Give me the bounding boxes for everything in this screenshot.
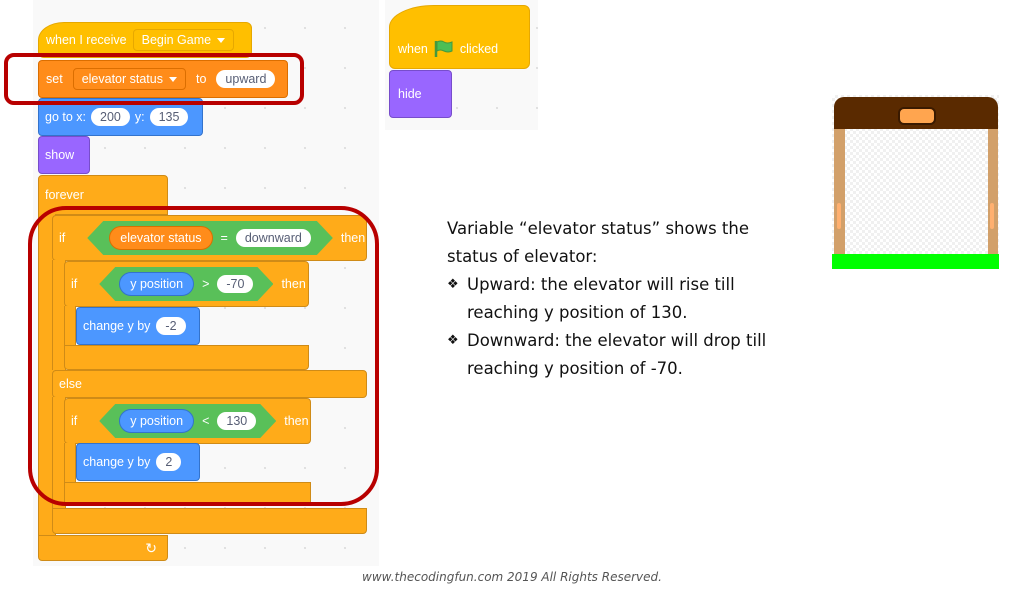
y-label: y: <box>134 110 145 124</box>
less-than-operator[interactable]: y position < 130 <box>99 404 276 438</box>
clicked-label: clicked <box>459 42 499 56</box>
change-y-label: change y by <box>83 455 151 469</box>
compare-value-input[interactable]: downward <box>236 229 311 247</box>
change-y-block[interactable]: change y by 2 <box>76 443 200 481</box>
to-label: to <box>195 72 207 86</box>
elevator-light <box>898 107 936 125</box>
show-label: show <box>45 148 75 162</box>
highlight-if-else-block <box>28 206 379 506</box>
less-than-label: < <box>202 414 210 428</box>
chevron-down-icon <box>217 37 226 43</box>
change-y-input[interactable]: -2 <box>156 317 186 335</box>
y-input[interactable]: 135 <box>149 108 189 126</box>
diamond-bullet-icon: ❖ <box>447 333 459 348</box>
then-label: then <box>284 414 309 428</box>
if-else-block[interactable]: if elevator status = downward then <box>52 215 367 261</box>
if-label: if <box>71 277 78 291</box>
highlight-set-block <box>4 53 304 105</box>
then-label: then <box>281 277 306 291</box>
description-intro: Variable “elevator status” shows the sta… <box>447 219 750 266</box>
elevator-left-handle <box>837 203 841 229</box>
equals-operator[interactable]: elevator status = downward <box>87 221 333 255</box>
set-value-input[interactable]: upward <box>216 70 276 88</box>
change-y-block[interactable]: change y by -2 <box>76 307 200 345</box>
if-y-less-block[interactable]: if y position < 130 then <box>64 398 311 444</box>
if-else-footer <box>52 508 367 534</box>
show-block[interactable]: show <box>38 136 90 174</box>
y-position-reporter[interactable]: y position <box>119 409 194 433</box>
if-label: if <box>71 414 78 428</box>
elevator-floor <box>832 254 999 269</box>
compare-value-input[interactable]: 130 <box>217 412 256 430</box>
diamond-bullet-icon: ❖ <box>447 277 459 292</box>
loop-arrow-icon: ↻ <box>145 539 157 556</box>
compare-value-input[interactable]: -70 <box>217 275 253 293</box>
when-flag-clicked-block[interactable]: when clicked <box>389 5 530 69</box>
change-y-label: change y by <box>83 319 151 333</box>
variable-dropdown[interactable]: elevator status <box>72 68 186 90</box>
else-label: else <box>59 377 82 391</box>
elevator-right-handle <box>990 203 994 229</box>
greater-than-label: > <box>202 277 210 291</box>
if-arm <box>64 306 76 346</box>
if-arm <box>64 443 76 483</box>
elevator-sprite[interactable] <box>832 95 999 269</box>
when-i-receive-block[interactable]: when I receive Begin Game <box>38 22 252 58</box>
elevator-right-wall <box>988 129 998 255</box>
change-y-input[interactable]: 2 <box>156 453 182 471</box>
set-label: set <box>46 72 63 86</box>
else-section: else <box>52 370 367 398</box>
copyright-footer: www.thecodingfun.com 2019 All Rights Res… <box>362 570 662 584</box>
green-flag-icon <box>434 40 453 57</box>
message-dropdown[interactable]: Begin Game <box>132 29 235 51</box>
bullet-upward: ❖Upward: the elevator will rise till rea… <box>447 271 787 327</box>
hide-label: hide <box>398 87 422 101</box>
forever-footer: ↻ <box>38 535 168 561</box>
elevator-left-wall <box>834 129 845 255</box>
bullet-downward: ❖Downward: the elevator will drop till r… <box>447 327 787 383</box>
chevron-down-icon <box>168 76 177 82</box>
y-position-reporter[interactable]: y position <box>119 272 194 296</box>
set-variable-block[interactable]: set elevator status to upward <box>38 60 288 98</box>
when-i-receive-label: when I receive <box>46 33 127 47</box>
equals-label: = <box>220 231 228 245</box>
go-to-label: go to x: <box>45 110 86 124</box>
forever-label: forever <box>45 188 84 202</box>
if-y-greater-block[interactable]: if y position > -70 then <box>64 261 309 307</box>
x-input[interactable]: 200 <box>91 108 130 126</box>
if-footer <box>64 345 309 370</box>
description-text: Variable “elevator status” shows the sta… <box>447 215 787 383</box>
greater-than-operator[interactable]: y position > -70 <box>99 267 273 301</box>
when-label: when <box>398 42 428 56</box>
hide-block[interactable]: hide <box>389 70 452 118</box>
elevator-status-reporter[interactable]: elevator status <box>109 226 212 250</box>
